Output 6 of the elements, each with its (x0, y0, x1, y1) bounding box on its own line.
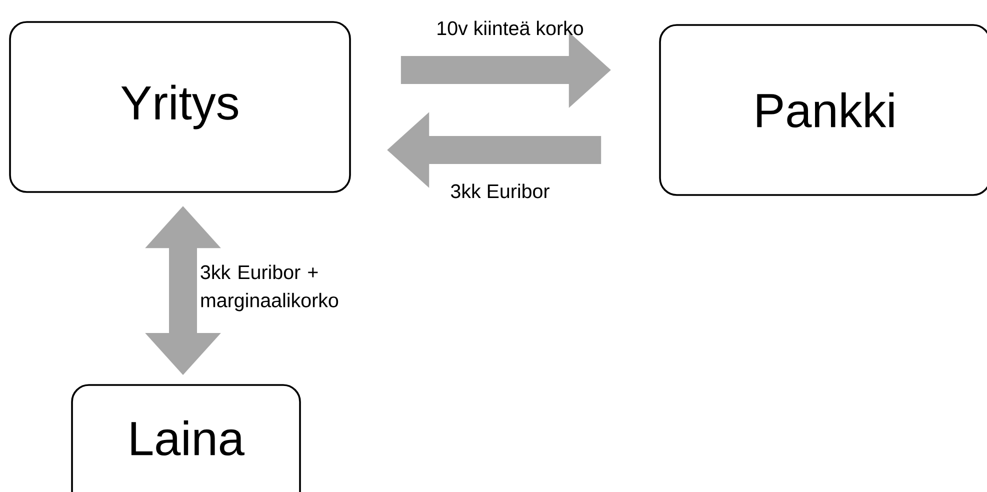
edge-label: 10v kiinteä korko (438, 20, 583, 36)
process-box: Laina (71, 384, 301, 492)
process-box: Yritys (9, 21, 351, 193)
edge-label: 3kk Euribor + marginaalikorko (200, 264, 338, 312)
edge-label: 3kk Euribor (450, 184, 550, 198)
process-box: Pankki (659, 24, 987, 196)
